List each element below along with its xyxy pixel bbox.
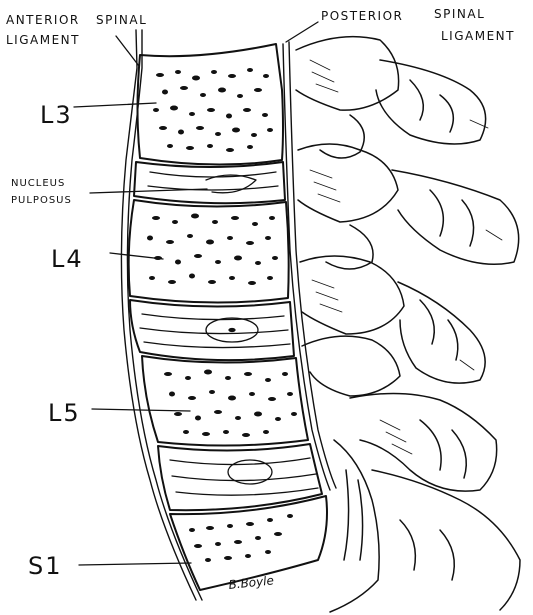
facet-l3 — [320, 115, 364, 158]
vertebra-l5 — [142, 356, 308, 446]
sacral-ala — [330, 440, 379, 612]
label-posterior-2: SPINAL — [434, 7, 485, 21]
leader-lines — [74, 22, 318, 565]
facet-l4 — [326, 225, 373, 269]
sacral-contour — [372, 470, 520, 610]
leader-s1 — [79, 563, 191, 565]
sacral-process — [350, 393, 497, 491]
label-anterior-1: ANTERIOR — [6, 13, 80, 27]
leader-posterior — [286, 22, 318, 42]
label-s1: S1 — [28, 552, 63, 580]
spinous-process-l4 — [392, 170, 519, 264]
posterior-ligament — [283, 42, 336, 490]
facet-l5 — [302, 336, 400, 396]
disc-l4-l5 — [130, 300, 294, 360]
pedicle-l5 — [300, 256, 404, 334]
cancellous-bone-l4 — [147, 214, 278, 286]
spinous-process-l5 — [398, 282, 485, 383]
leader-anterior — [116, 36, 139, 66]
label-posterior-3: LIGAMENT — [441, 29, 515, 43]
nucleus-center — [229, 329, 235, 332]
label-l3: L3 — [40, 101, 73, 129]
label-nucleus-1: NUCLEUS — [11, 178, 65, 189]
label-l4: L4 — [51, 245, 84, 273]
disc-l3-l4 — [134, 162, 285, 203]
leader-l3 — [74, 103, 156, 107]
label-anterior-3: LIGAMENT — [6, 33, 80, 47]
disc-l5-s1 — [158, 444, 322, 510]
vertebra-l4 — [129, 200, 289, 303]
cancellous-bone-l3 — [153, 68, 273, 152]
cancellous-bone-l5 — [164, 370, 297, 438]
label-nucleus-2: PULPOSUS — [11, 195, 72, 206]
spinous-process-l3 — [376, 60, 486, 144]
hatching — [310, 60, 502, 454]
label-l5: L5 — [48, 399, 81, 427]
vertebra-l3 — [138, 44, 284, 165]
pedicle-l3 — [296, 37, 399, 111]
cancellous-bone-s1 — [189, 514, 293, 562]
label-posterior-1: POSTERIOR — [321, 9, 403, 23]
label-anterior-2: SPINAL — [96, 13, 147, 27]
leader-l5 — [92, 409, 190, 411]
posterior-elements — [296, 37, 520, 612]
pedicle-l4 — [298, 144, 398, 222]
